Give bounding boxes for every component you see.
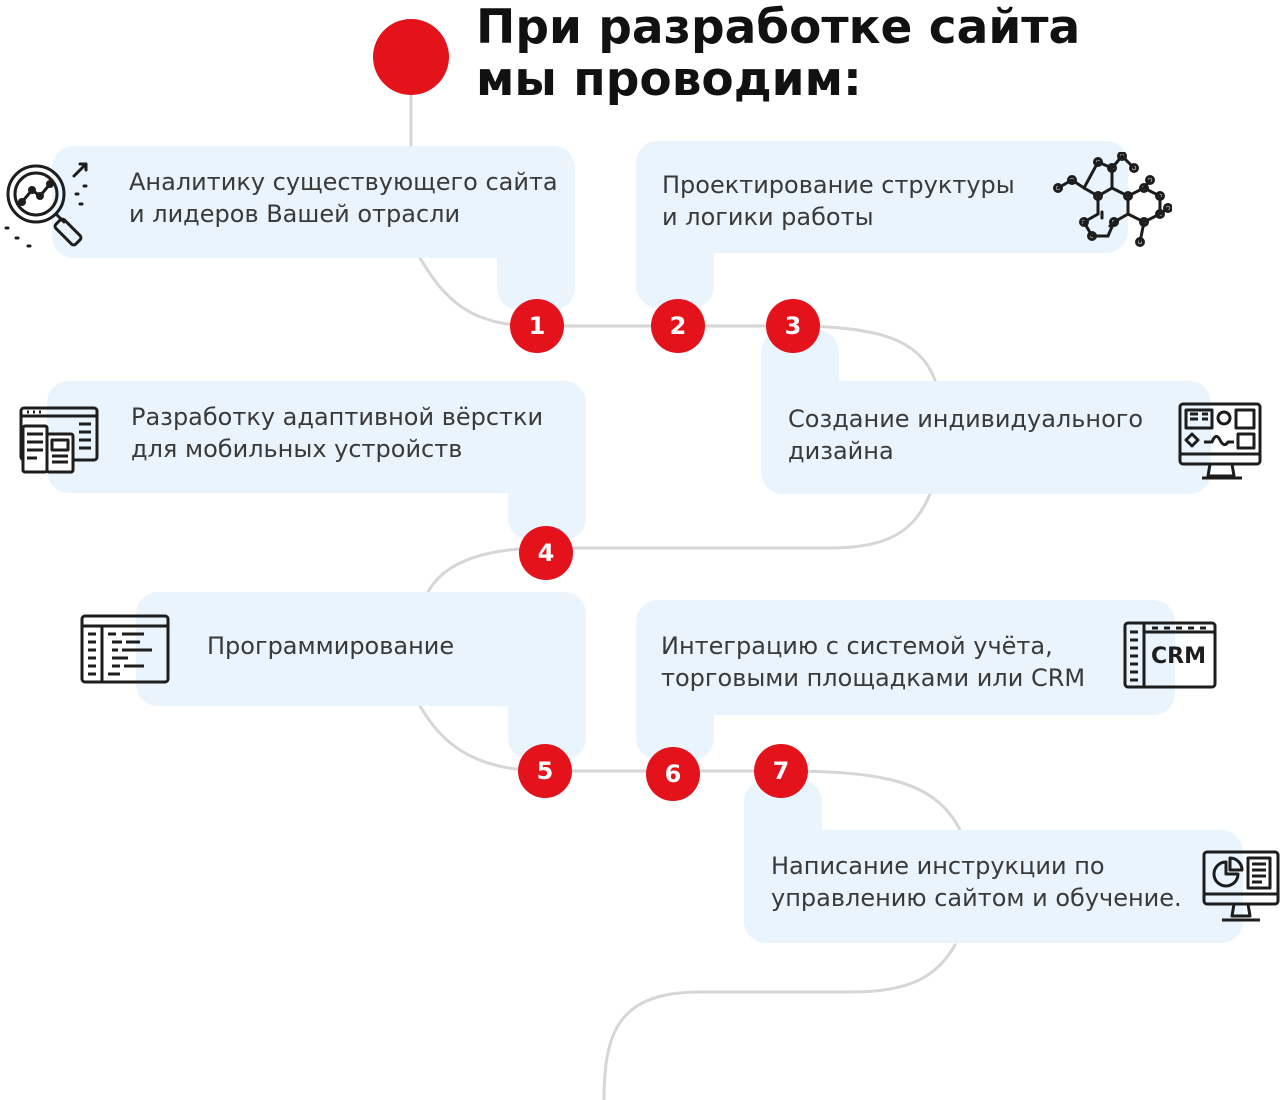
step-card-7-tab: [744, 780, 822, 890]
step-text-7: Написание инструкции по управлению сайто…: [771, 852, 1182, 912]
step-card-2-tab: [636, 200, 714, 308]
crm-window-icon: CRM: [1122, 620, 1218, 690]
step-badge-7: 7: [754, 744, 808, 798]
monitor-design-icon: [1178, 402, 1262, 480]
step-badge-2: 2: [651, 299, 705, 353]
step-card-4-tab: [508, 430, 586, 540]
step-text-3: Создание индивидуального дизайна: [788, 405, 1144, 465]
step-badge-5: 5: [518, 744, 572, 798]
responsive-devices-icon: [19, 406, 99, 474]
step-card-1-tab: [497, 200, 575, 310]
step-card-4: [47, 381, 586, 493]
monitor-report-icon: [1202, 850, 1280, 922]
crm-label: CRM: [1151, 644, 1206, 669]
step-text-4: Разработку адаптивной вёрстки для мобиль…: [131, 403, 544, 463]
title-line-1: При разработке сайта: [476, 0, 1081, 55]
step-card-2: [636, 141, 1128, 253]
step-badge-3: 3: [766, 299, 820, 353]
step-text-2: Проектирование структуры и логики работы: [662, 171, 1015, 231]
step-text-5: Программирование: [207, 632, 455, 660]
step-card-5-tab: [508, 650, 586, 760]
step-card-6: [636, 600, 1175, 715]
magnifier-chart-icon: [4, 162, 88, 248]
step-card-1: [52, 146, 575, 258]
title-line-2: мы проводим:: [476, 52, 862, 107]
step-badge-1: 1: [510, 299, 564, 353]
title-dot: [373, 19, 449, 95]
step-text-6: Интеграцию с системой учёта, торговыми п…: [661, 632, 1086, 692]
molecule-network-icon: [1053, 152, 1172, 247]
step-badge-6: 6: [646, 747, 700, 801]
step-badge-4: 4: [519, 526, 573, 580]
step-card-6-tab: [636, 650, 714, 760]
step-card-7: [744, 830, 1243, 943]
step-text-1: Аналитику существующего сайта и лидеров …: [129, 168, 558, 228]
code-window-icon: [80, 614, 170, 684]
page-title: При разработке сайта мы проводим:: [476, 2, 1080, 106]
